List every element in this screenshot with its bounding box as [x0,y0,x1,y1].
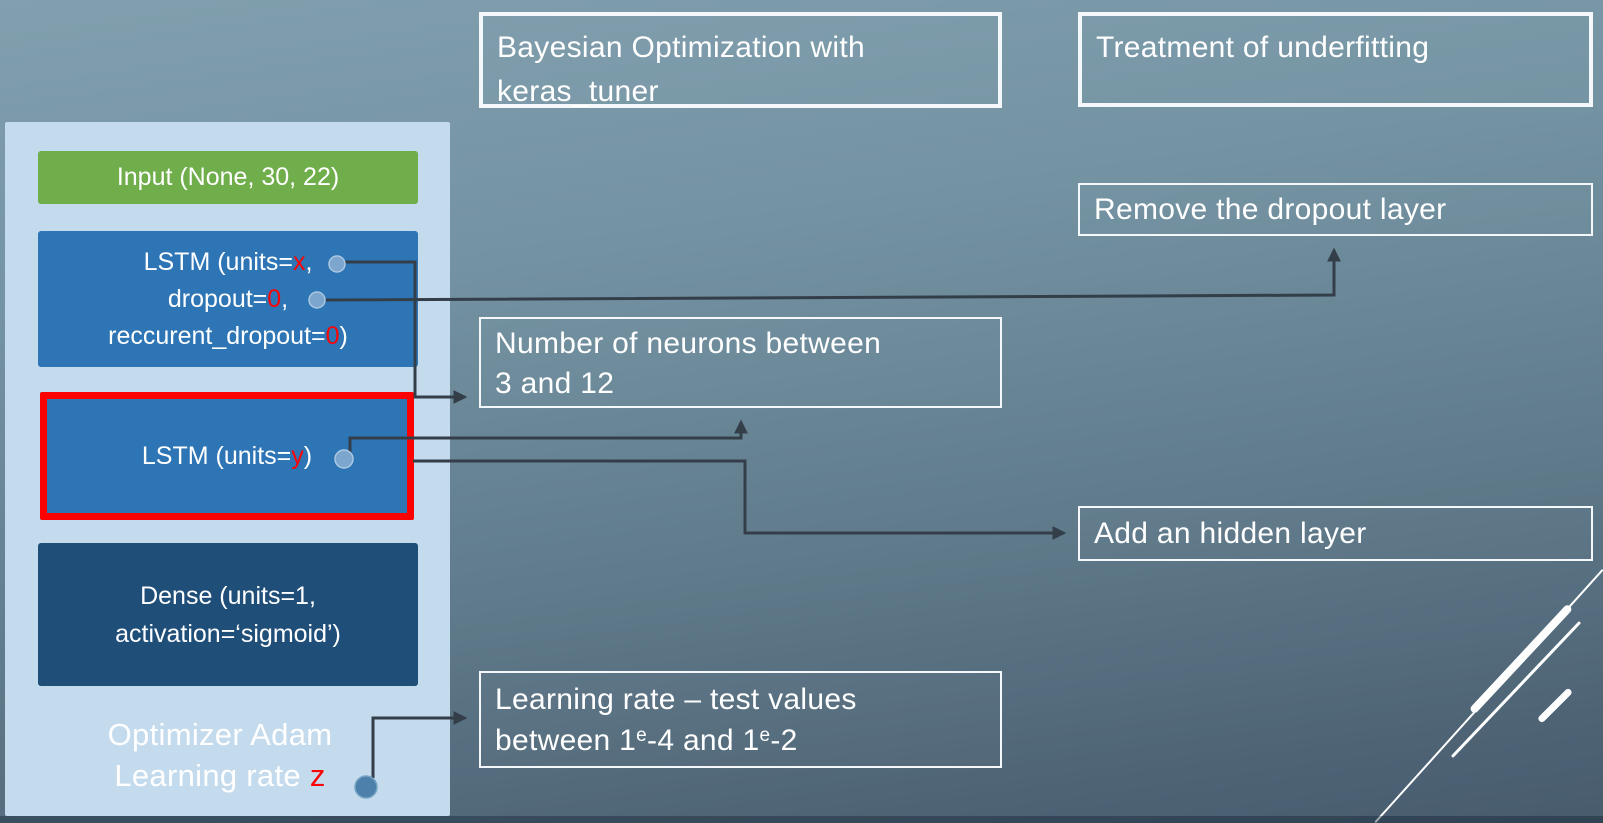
lstm-layer-1-box: LSTM (units=x,dropout=0,reccurent_dropou… [38,231,418,367]
learning-rate-line1: Learning rate – test values [495,683,857,716]
decorative-diagonal-line-thin [1450,621,1582,758]
optimizer-line1: Optimizer Adam [107,717,333,752]
dense-layer-label: Dense (units=1,activation=‘sigmoid’) [115,581,341,648]
add-hidden-layer-text: Add an hidden layer [1094,517,1367,550]
slide-bottom-edge [0,816,1603,823]
lstm-layer-2-label: LSTM (units=y) [141,441,313,470]
dense-layer-box: Dense (units=1,activation=‘sigmoid’) [38,543,418,686]
input-layer-box: Input (None, 30, 22) [38,151,418,204]
underfitting-title-text: Treatment of underfitting [1096,31,1430,64]
add-hidden-layer-box: Add an hidden layer [1078,506,1593,561]
connector-dropout-to-remove-dropout [324,247,1341,302]
learning-rate-line2: between 1e-4 and 1e-2 [495,724,798,757]
connector-lstm2-to-add-hidden [413,459,1067,540]
optimizer-line2: Learning rate z [114,758,326,793]
lstm-layer-2-box-highlighted: LSTM (units=y) [40,392,414,520]
input-layer-label: Input (None, 30, 22) [116,163,340,191]
remove-dropout-text: Remove the dropout layer [1094,193,1447,226]
underfitting-title-box: Treatment of underfitting [1078,12,1593,107]
optimizer-caption: Optimizer Adam Learning rate z [10,714,430,796]
learning-rate-range-box: Learning rate – test values between 1e-4… [479,671,1002,768]
remove-dropout-box: Remove the dropout layer [1078,183,1593,236]
lstm-layer-1-label: LSTM (units=x,dropout=0,reccurent_dropou… [108,247,348,350]
decorative-diagonal-line-short [1536,687,1574,724]
